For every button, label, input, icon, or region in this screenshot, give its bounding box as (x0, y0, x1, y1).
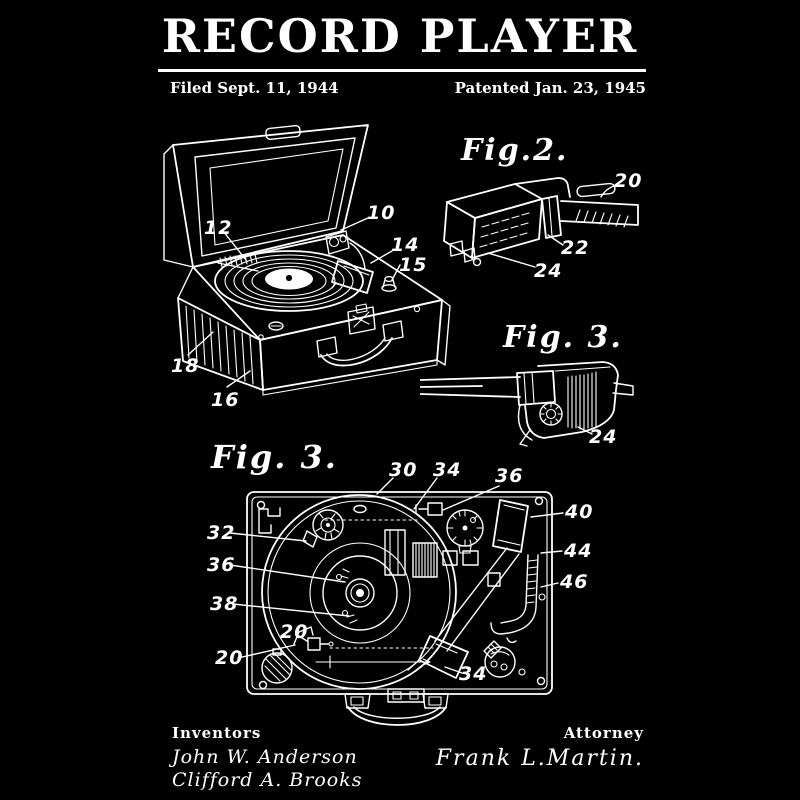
inventor-name-2: Clifford A. Brooks (172, 769, 363, 791)
attorney-heading: Attorney (563, 724, 644, 742)
ref-label-20-lower: 20 (215, 647, 244, 669)
ref-label-18: 18 (171, 355, 200, 377)
ref-label-46: 46 (560, 571, 589, 593)
attorney-name: Frank L.Martin. (435, 746, 644, 771)
ref-label-20-upper: 20 (280, 621, 309, 643)
ref-label-34-bottom: 34 (459, 663, 488, 685)
ref-label-34-top: 34 (433, 459, 462, 481)
fig2-cartridge-drawing (443, 177, 639, 268)
patent-dates: Filed Sept. 11, 1944 Patented Jan. 23, 1… (170, 79, 646, 97)
ref-label-14: 14 (391, 234, 420, 256)
ref-label-16: 16 (211, 389, 240, 411)
fig3-bottom-mechanism-drawing (229, 477, 564, 726)
ref-label-22: 22 (561, 237, 590, 259)
attorney-block: Attorney Frank L.Martin. (436, 724, 644, 771)
inventor-name-1: John W. Anderson (172, 746, 358, 768)
ref-label-36-top: 36 (495, 465, 524, 487)
ref-label-36-left: 36 (207, 554, 236, 576)
page-title: RECORD PLAYER (161, 9, 639, 63)
ref-label-24-side: 24 (589, 426, 618, 448)
fig1-record-player-drawing (163, 124, 451, 396)
fig3-side-drawing (420, 361, 634, 447)
patented-date: Patented Jan. 23, 1945 (454, 79, 646, 97)
ref-label-44: 44 (564, 540, 593, 562)
ref-label-15: 15 (399, 254, 428, 276)
inventors-heading: Inventors (172, 724, 262, 742)
ref-label-30: 30 (389, 459, 418, 481)
ref-label-40: 40 (565, 501, 594, 523)
title-divider (158, 69, 646, 72)
ref-label-24: 24 (534, 260, 563, 282)
ref-label-38: 38 (210, 593, 239, 615)
fig3-side-caption: Fig. 3. (503, 320, 623, 355)
fig2-caption: Fig.2. (461, 133, 569, 168)
ref-label-32: 32 (207, 522, 236, 544)
inventors-block: Inventors John W. Anderson Clifford A. B… (172, 724, 362, 792)
ref-label-20: 20 (614, 170, 643, 192)
filed-date: Filed Sept. 11, 1944 (170, 79, 339, 97)
ref-label-10: 10 (367, 202, 396, 224)
fig3-bottom-caption: Fig. 3. (211, 438, 338, 476)
ref-label-12: 12 (204, 217, 233, 239)
